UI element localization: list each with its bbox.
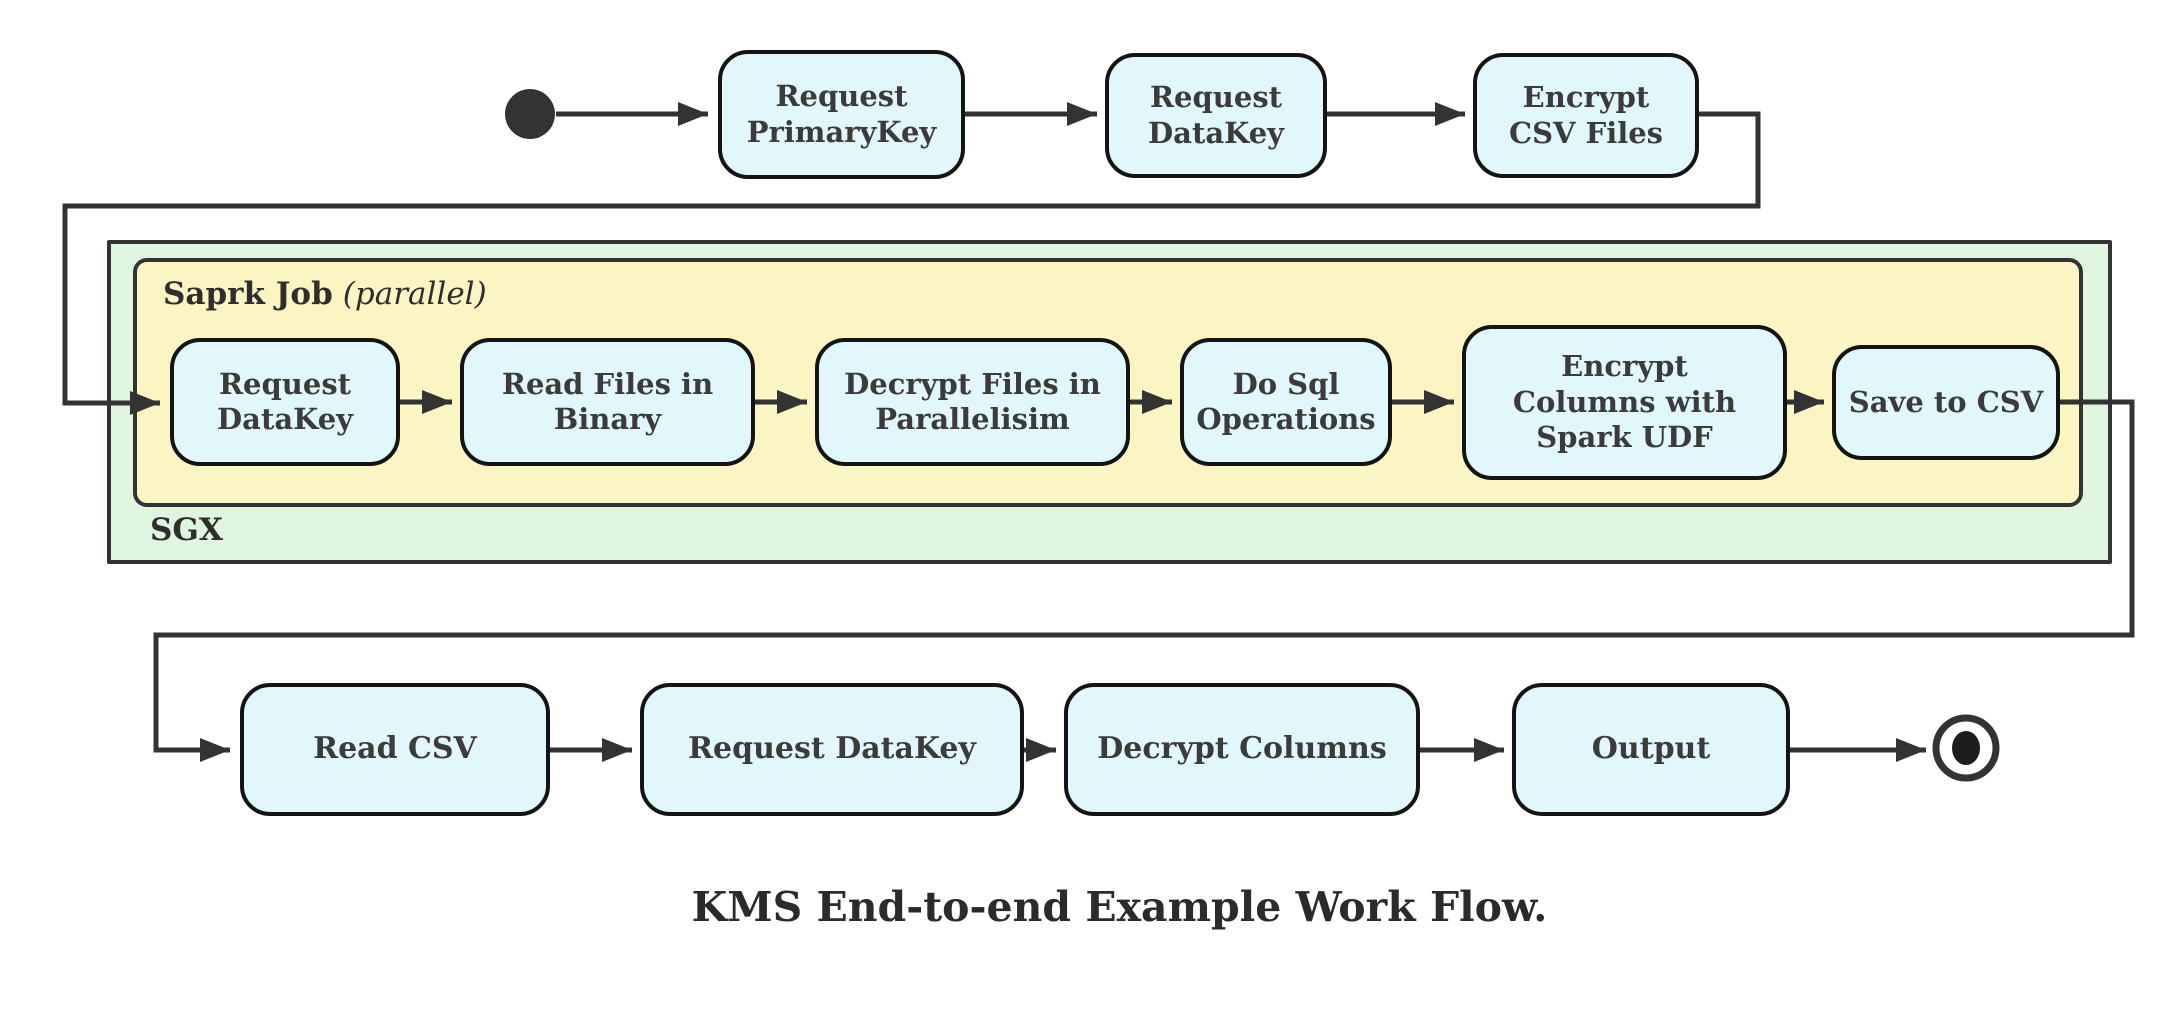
node-output: Output	[1512, 683, 1790, 816]
node-read-files-in-binary: Read Files in Binary	[460, 338, 755, 466]
end-node-inner-dot	[1952, 731, 1980, 765]
diagram-caption: KMS End-to-end Example Work Flow.	[691, 883, 1548, 931]
spark-job-label: Saprk Job(parallel)	[163, 276, 487, 312]
node-save-to-csv: Save to CSV	[1832, 345, 2060, 460]
node-do-sql-operations: Do Sql Operations	[1180, 338, 1392, 466]
spark-job-parallel-annotation: (parallel)	[342, 276, 487, 312]
connector-save-csv-to-read-csv	[153, 399, 2135, 762]
node-request-primarykey: Request PrimaryKey	[718, 50, 965, 179]
node-request-datakey-bottom: Request DataKey	[640, 683, 1024, 816]
connector-encrypt-csv-to-spark-request-datakey	[62, 111, 1761, 415]
node-request-datakey-top: Request DataKey	[1105, 53, 1327, 178]
start-node	[505, 89, 555, 139]
node-encrypt-csv-files: Encrypt CSV Files	[1473, 53, 1699, 178]
end-node	[1932, 714, 2000, 782]
node-decrypt-files-in-parallelisim: Decrypt Files in Parallelisim	[815, 338, 1130, 466]
node-spark-request-datakey: Request DataKey	[170, 338, 400, 466]
node-encrypt-columns-with-spark-udf: Encrypt Columns with Spark UDF	[1462, 325, 1787, 480]
node-read-csv: Read CSV	[240, 683, 550, 816]
spark-job-title: Saprk Job	[163, 276, 333, 312]
node-decrypt-columns: Decrypt Columns	[1064, 683, 1420, 816]
sgx-label: SGX	[150, 512, 223, 548]
